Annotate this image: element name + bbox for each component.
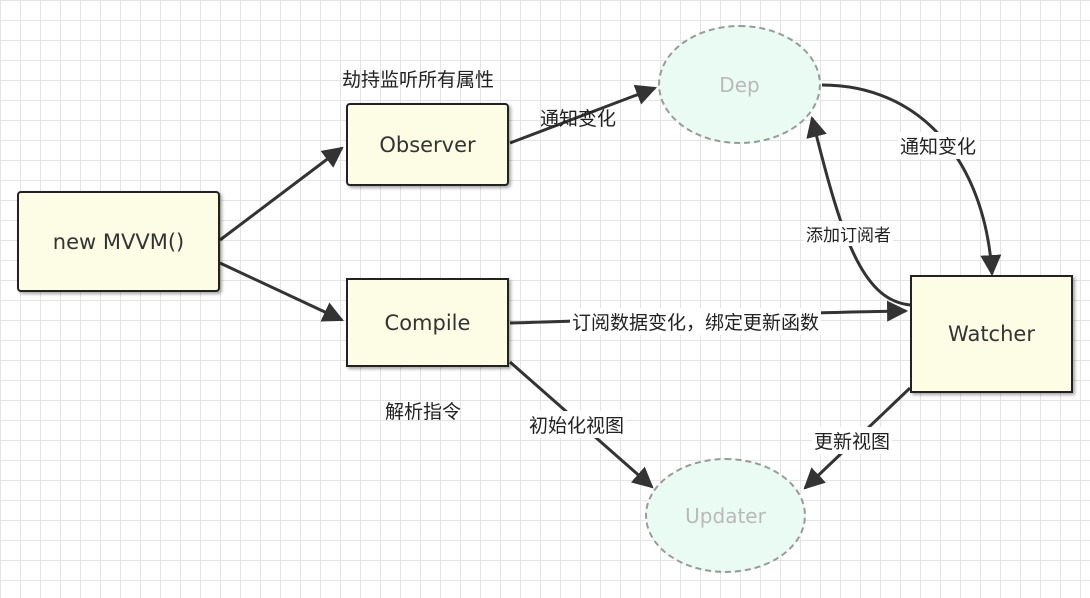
node-dep: Dep xyxy=(658,25,821,144)
arrow-observer-to-dep xyxy=(509,84,657,145)
label-compile-desc: 解析指令 xyxy=(385,401,462,423)
label-observer-to-dep: 通知变化 xyxy=(540,108,617,130)
label-watcher-to-updater: 更新视图 xyxy=(812,427,893,454)
arrow-mvvm-to-observer xyxy=(219,146,344,242)
label-watcher-to-dep: 添加订阅者 xyxy=(804,221,893,246)
node-observer: Observer xyxy=(346,103,509,186)
node-compile: Compile xyxy=(346,278,509,367)
label-observer-desc: 劫持监听所有属性 xyxy=(342,69,495,91)
arrow-watcher-to-dep xyxy=(806,115,911,307)
label-compile-to-watcher: 订阅数据变化，绑定更新函数 xyxy=(570,308,822,335)
arrow-mvvm-to-compile xyxy=(219,261,344,322)
node-new-mvvm: new MVVM() xyxy=(17,191,220,292)
node-updater: Updater xyxy=(645,458,806,573)
label-dep-to-watcher: 通知变化 xyxy=(898,132,979,159)
node-watcher: Watcher xyxy=(910,275,1073,393)
label-compile-to-updater: 初始化视图 xyxy=(527,411,627,438)
